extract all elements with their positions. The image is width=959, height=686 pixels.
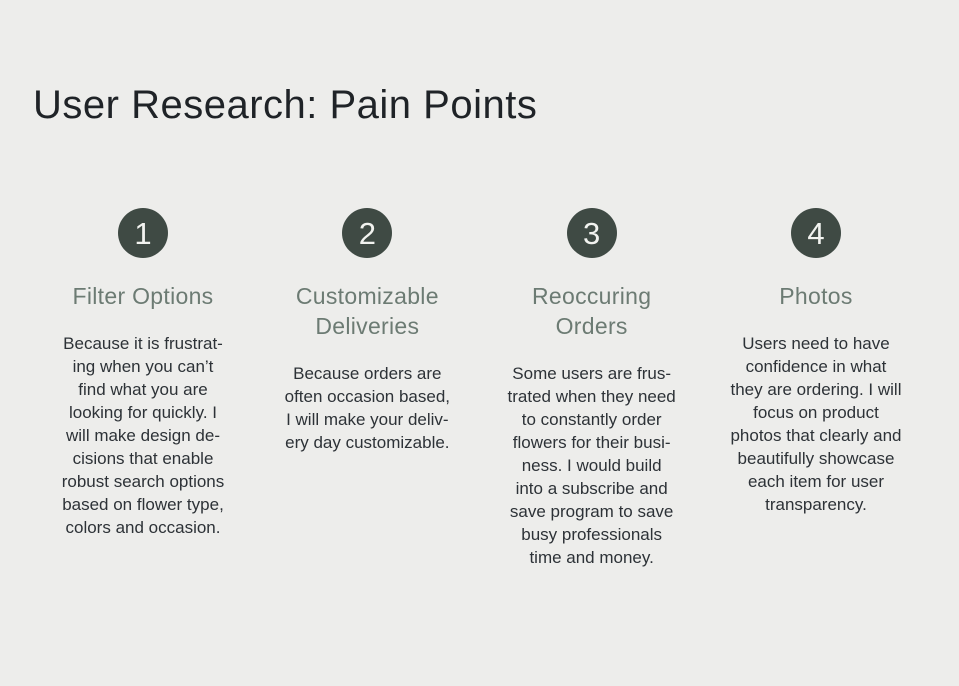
step-number: 4 (807, 215, 825, 251)
pain-point-heading: Photos (779, 283, 853, 309)
step-number-badge: 3 (566, 208, 617, 258)
step-number: 1 (134, 215, 152, 251)
pain-points-columns: 1 Filter Options Because it is frustrat-… (0, 208, 959, 569)
step-number-badge: 1 (118, 208, 168, 258)
pain-point-heading: Reoccuring Orders (531, 283, 652, 339)
page-title: User Research: Pain Points (33, 82, 538, 127)
pain-point-column-3: 3 Reoccuring Orders Some users are frus-… (485, 208, 699, 569)
step-number: 3 (583, 215, 601, 251)
pain-point-heading: Customizable Deliveries (295, 283, 439, 339)
pain-point-description: Because orders are often occasion based,… (284, 364, 451, 452)
pain-point-column-4: 4 Photos Users need to have confidence i… (709, 208, 923, 569)
pain-point-column-1: 1 Filter Options Because it is frustrat-… (36, 208, 250, 569)
pain-point-description: Users need to have confidence in what th… (730, 334, 902, 514)
step-number-badge: 2 (342, 208, 393, 258)
step-number: 2 (358, 215, 376, 251)
pain-point-description: Because it is frustrat- ing when you can… (61, 334, 225, 537)
step-number-badge: 4 (790, 208, 841, 258)
pain-point-heading: Filter Options (72, 283, 214, 309)
pain-point-description: Some users are frus- trated when they ne… (507, 364, 676, 567)
pain-point-column-2: 2 Customizable Deliveries Because orders… (260, 208, 474, 569)
